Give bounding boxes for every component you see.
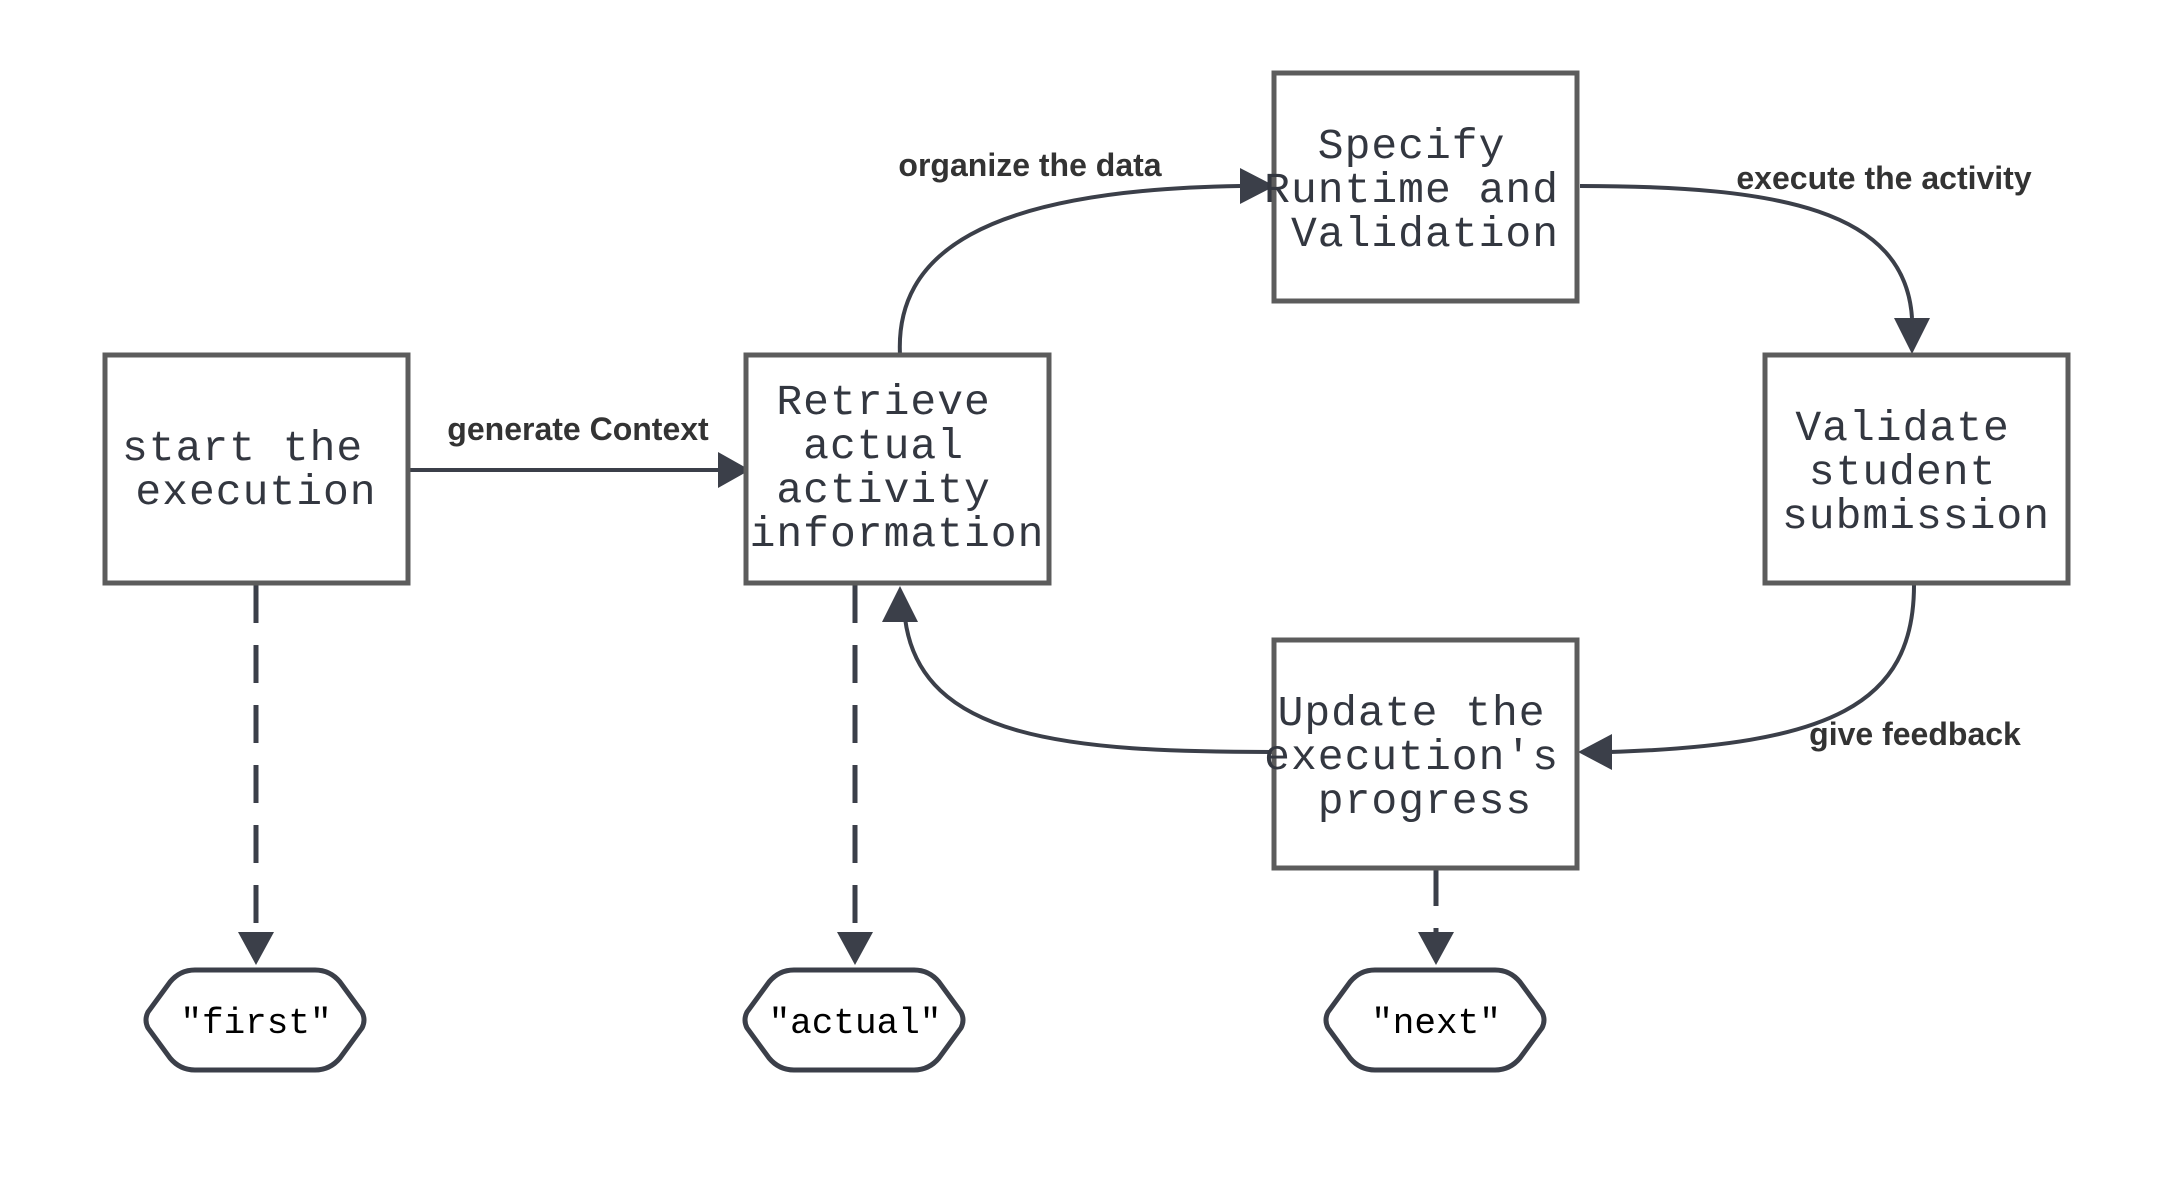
arrowhead-icon — [238, 932, 274, 965]
terminal-label: "first" — [180, 1003, 331, 1044]
edge-label-give-feedback: give feedback — [1809, 716, 2021, 752]
terminal-next[interactable]: "next" — [1323, 967, 1547, 1073]
edge-generate-context: generate Context — [410, 411, 750, 488]
edge-label-organize-data: organize the data — [898, 147, 1161, 183]
edge-organize-data: organize the data — [897, 147, 1275, 356]
arrowhead-icon — [837, 932, 873, 965]
edge-update-to-retrieve — [882, 586, 1275, 754]
edge-dashed-retrieve-to-actual — [837, 585, 873, 965]
node-label: Update the execution's progress — [1264, 689, 1586, 826]
terminal-label: "actual" — [769, 1003, 942, 1044]
terminal-first[interactable]: "first" — [143, 967, 367, 1073]
edge-dashed-update-to-next — [1418, 868, 1454, 965]
arrowhead-icon — [1240, 168, 1275, 204]
arrowhead-icon — [718, 452, 750, 488]
arrowhead-icon — [882, 586, 918, 622]
edge-execute-activity: execute the activity — [1579, 160, 2032, 354]
terminal-actual[interactable]: "actual" — [742, 967, 966, 1073]
node-label: Retrieve actual activity information — [750, 378, 1045, 559]
edge-label-generate-context: generate Context — [447, 411, 709, 447]
node-label: Validate student submission — [1782, 404, 2050, 541]
node-start-execution[interactable]: start the execution — [102, 352, 411, 586]
arrowhead-icon — [1894, 318, 1930, 354]
edge-label-execute-activity: execute the activity — [1736, 160, 2031, 196]
edge-give-feedback: give feedback — [1578, 584, 2021, 770]
node-specify-runtime[interactable]: Specify Runtime and Validation — [1264, 70, 1586, 304]
terminal-label: "next" — [1371, 1003, 1501, 1044]
edge-dashed-start-to-first — [238, 585, 274, 965]
node-validate-submission[interactable]: Validate student submission — [1762, 352, 2071, 586]
node-label: Specify Runtime and Validation — [1264, 122, 1586, 259]
node-update-progress[interactable]: Update the execution's progress — [1264, 637, 1586, 871]
node-label: start the execution — [122, 424, 390, 517]
arrowhead-icon — [1418, 932, 1454, 965]
node-retrieve-information[interactable]: Retrieve actual activity information — [743, 352, 1052, 586]
arrowhead-icon — [1578, 734, 1612, 770]
